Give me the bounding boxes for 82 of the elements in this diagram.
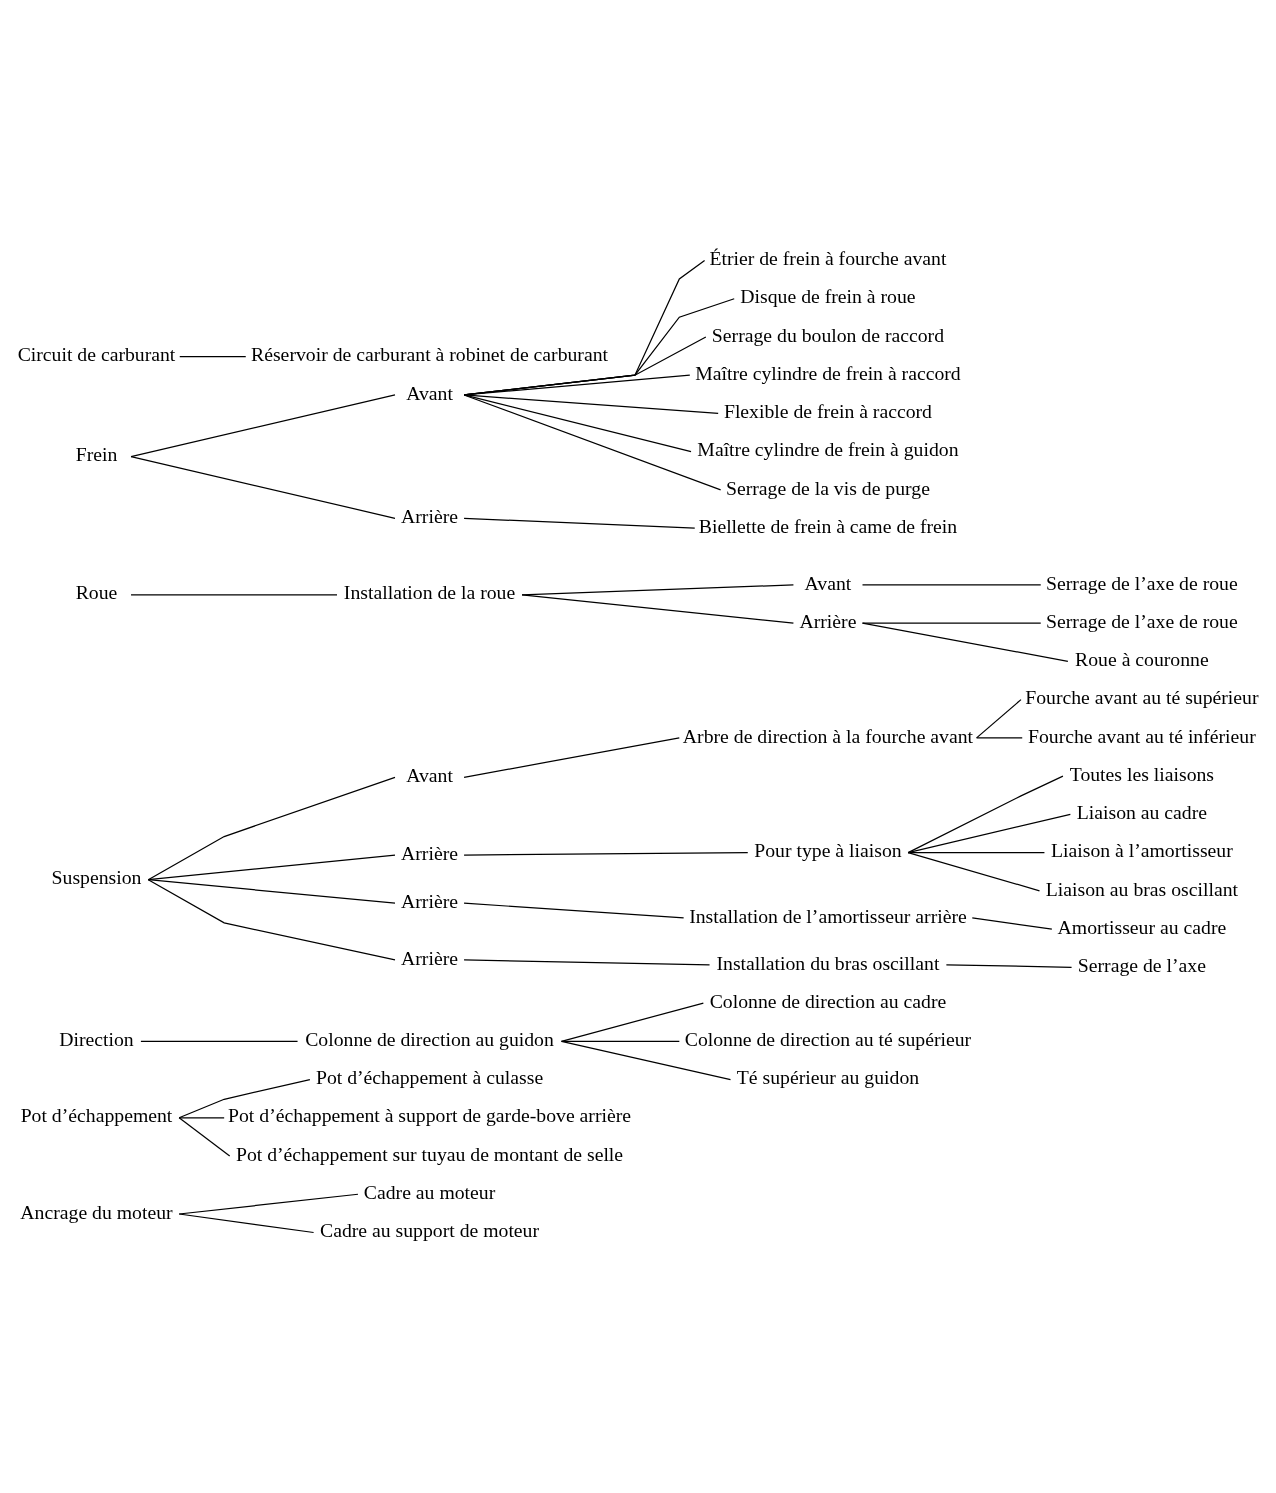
node-text: Disque de frein à roue: [740, 285, 916, 308]
connector: [463, 851, 749, 856]
connector: [140, 1040, 299, 1042]
connector: [971, 917, 1053, 930]
connector: [560, 1002, 704, 1042]
node-text: Toutes les liaisons: [1069, 762, 1215, 785]
connector: [147, 879, 396, 904]
node-text: Avant: [406, 764, 453, 787]
node-text: Serrage de l’axe de roue: [1046, 571, 1238, 594]
connector: [463, 394, 719, 415]
node-text: Biellette de frein à came de frein: [698, 514, 958, 537]
node-text: Colonne de direction au té supérieur: [684, 1027, 972, 1050]
node-text: Pot d’échappement à culasse: [315, 1066, 544, 1089]
node-text: Colonne de direction au guidon: [305, 1027, 554, 1050]
node-text: Pot d’échappement sur tuyau de montant de selle: [235, 1142, 624, 1165]
node-text: Té supérieur au guidon: [736, 1066, 920, 1089]
node-text: Colonne de direction au cadre: [709, 989, 947, 1012]
node-text: Liaison au cadre: [1076, 801, 1208, 824]
node-text: Maître cylindre de frein à raccord: [695, 361, 961, 384]
node-text: Serrage de la vis de purge: [726, 476, 930, 499]
node-text: Pot d’échappement: [20, 1104, 173, 1127]
node-text: Fourche avant au té inférieur: [1028, 724, 1256, 747]
connector: [975, 737, 1023, 739]
node-text: Étrier de frein à fourche avant: [709, 247, 947, 270]
connector: [560, 1040, 732, 1081]
connector: [147, 879, 396, 961]
connector: [907, 851, 1041, 892]
connector: [945, 964, 1073, 968]
connector: [147, 776, 396, 881]
node-text: Roue: [75, 581, 118, 604]
node-text: Installation de la roue: [343, 581, 516, 604]
connector: [463, 517, 696, 529]
connector: [178, 1078, 311, 1119]
connector: [130, 394, 396, 458]
connector: [178, 1193, 359, 1215]
node-text: Roue à couronne: [1075, 648, 1209, 671]
node-text: Arbre de direction à la fourche avant: [682, 724, 974, 747]
connector: [521, 594, 795, 624]
node-text: Frein: [75, 443, 118, 466]
node-text: Pot d’échappement à support de garde-bove arrière: [228, 1104, 632, 1127]
connector: [178, 1213, 315, 1234]
node-text: Installation de l’amortisseur arrière: [689, 904, 967, 927]
connector: [861, 622, 1069, 662]
connector: [463, 394, 722, 491]
connector: [178, 1117, 231, 1157]
node-text: Amortisseur au cadre: [1057, 915, 1227, 938]
connector: [130, 456, 396, 519]
connector: [861, 584, 1042, 586]
node-text: Arrière: [401, 504, 459, 527]
node-text: Arrière: [401, 946, 459, 969]
connector: [463, 959, 711, 966]
node-text: Serrage de l’axe: [1077, 953, 1206, 976]
node-text: Avant: [406, 381, 453, 404]
node-text: Avant: [804, 571, 852, 594]
connector: [463, 737, 680, 778]
connector: [130, 594, 338, 596]
node-text: Arrière: [799, 609, 857, 632]
node-text: Pour type à liaison: [754, 839, 902, 862]
node-text: Arrière: [401, 889, 459, 912]
node-text: Circuit de carburant: [17, 343, 176, 366]
node-text: Ancrage du moteur: [20, 1200, 173, 1223]
node-text: Flexible de frein à raccord: [723, 400, 932, 423]
node-text: Cadre au moteur: [363, 1180, 496, 1203]
node-text: Suspension: [51, 866, 142, 889]
node-text: Fourche avant au té supérieur: [1025, 686, 1259, 709]
node-text: Installation du bras oscillant: [716, 951, 940, 974]
node-text: Direction: [59, 1027, 134, 1050]
connector: [178, 1117, 225, 1119]
connector: [907, 851, 1046, 854]
connector: [975, 699, 1022, 739]
node-text: Cadre au support de moteur: [320, 1219, 540, 1242]
connector: [179, 356, 247, 358]
connector: [907, 813, 1071, 854]
node-text: Arrière: [401, 841, 459, 864]
node-text: Serrage de l’axe de roue: [1046, 609, 1238, 632]
node-text: Liaison à l’amortisseur: [1050, 839, 1233, 862]
node-text: Serrage du boulon de raccord: [711, 323, 945, 346]
node-text: Maître cylindre de frein à guidon: [697, 438, 959, 461]
connector: [463, 902, 685, 919]
connector: [907, 775, 1064, 854]
node-text: Liaison au bras oscillant: [1045, 877, 1238, 900]
node-text: Réservoir de carburant à robinet de carburant: [251, 343, 609, 366]
